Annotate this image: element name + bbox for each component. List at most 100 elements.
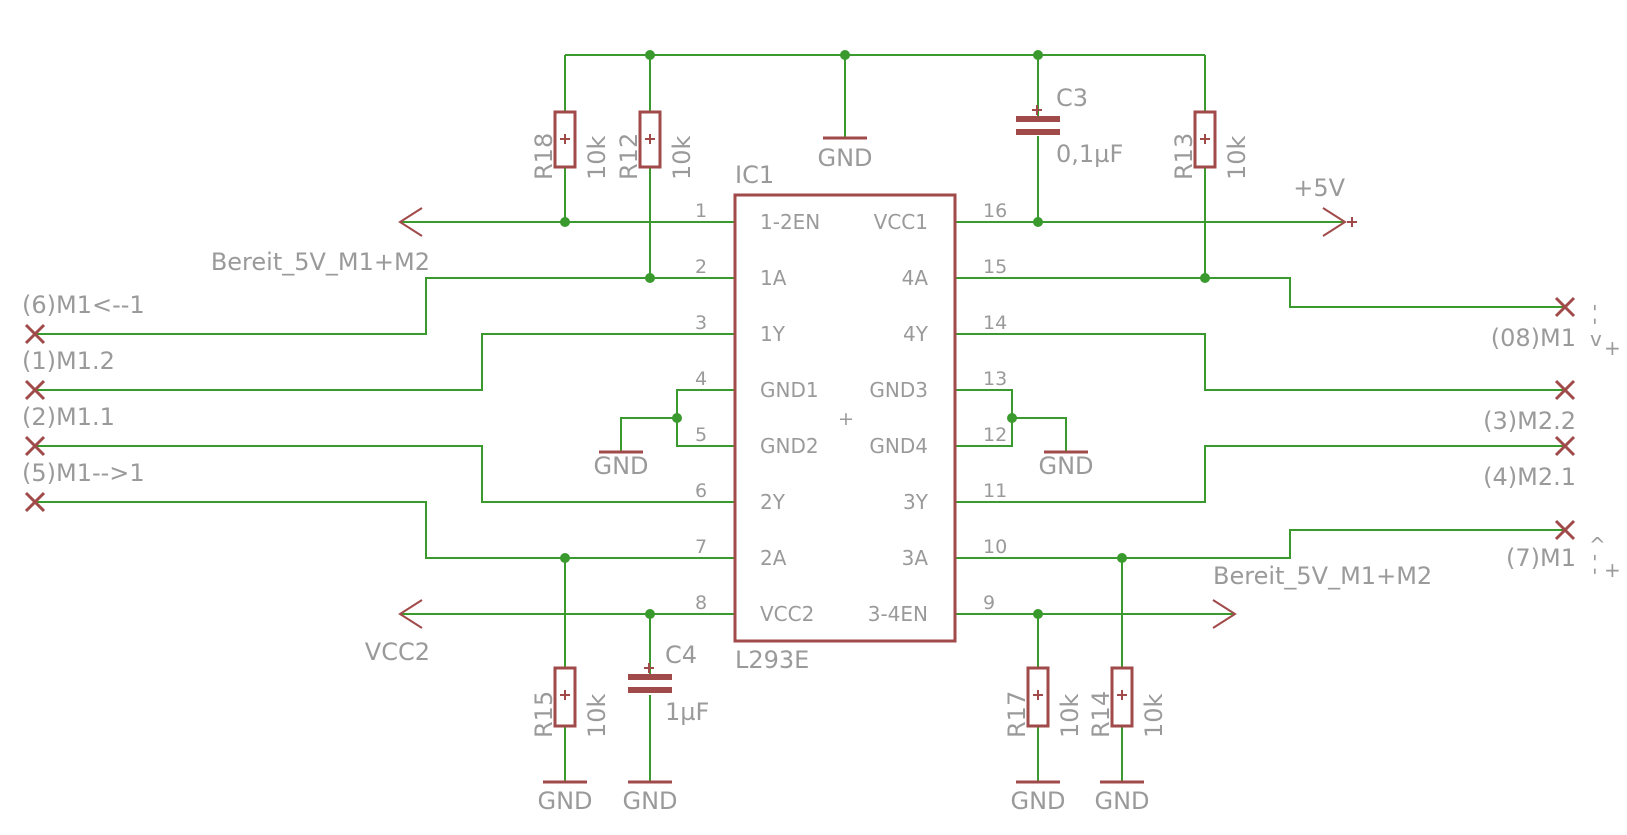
ic-name: IC1 (735, 161, 774, 189)
connector-left-1: (6)M1<--1 (22, 291, 145, 345)
connector-left-3: (2)M1.1 (22, 403, 115, 457)
connector-label: (7)M1 (1506, 544, 1576, 572)
pin-number: 2 (695, 256, 707, 278)
pin-name: 1-2EN (760, 210, 820, 234)
net-label: Bereit_5V_M1+M2 (211, 248, 430, 276)
pin-number: 6 (695, 480, 707, 502)
pin-name: 4Y (903, 322, 929, 346)
pin-number: 14 (983, 312, 1007, 334)
connector-right-2: (3)M2.2 (1483, 379, 1576, 435)
capacitor-c3: C3 0,1µF (1016, 84, 1123, 168)
connector-label: (5)M1-->1 (22, 459, 145, 487)
pin-number: 5 (695, 424, 707, 446)
plus-mark: + (1604, 558, 1621, 582)
pin-name: VCC2 (760, 602, 814, 626)
wires (35, 54, 1565, 782)
resistor-name: R15 (530, 691, 558, 738)
connector-right-4: (7)M1 ^ - - + (1506, 519, 1621, 582)
resistor-name: R12 (615, 133, 643, 180)
resistor-name: R14 (1087, 691, 1115, 738)
ground-label: GND (1010, 787, 1065, 815)
resistor-r15: R15 10k (530, 666, 611, 738)
ground-r14: GND (1094, 780, 1150, 815)
ground-left-mid: GND (593, 450, 649, 480)
pin-name: 2A (760, 546, 787, 570)
ground-label: GND (817, 144, 872, 172)
arrow-dash-icon: - - (1584, 304, 1608, 325)
resistor-name: R17 (1003, 691, 1031, 738)
connector-right-1: (08)M1 - - v + (1491, 296, 1621, 360)
net-vcc2: VCC2 (365, 599, 430, 666)
resistor-r12: R12 10k (615, 110, 696, 180)
ground-r15: GND (537, 780, 593, 815)
junctions (560, 50, 1210, 619)
resistor-r17: R17 10k (1003, 666, 1084, 738)
ground-label: GND (1038, 452, 1093, 480)
capacitor-value: 0,1µF (1056, 140, 1123, 168)
connector-left-4: (5)M1-->1 (22, 459, 145, 513)
connector-label: (6)M1<--1 (22, 291, 145, 319)
net-label: Bereit_5V_M1+M2 (1213, 562, 1432, 590)
connector-label: (3)M2.2 (1483, 407, 1576, 435)
connector-right-3: (4)M2.1 (1483, 435, 1576, 491)
arrow-down-icon: v (1590, 327, 1602, 351)
resistor-r13: R13 10k (1170, 110, 1251, 180)
net-label: +5V (1293, 174, 1345, 202)
pin-number: 3 (695, 312, 707, 334)
connector-label: (4)M2.1 (1483, 463, 1576, 491)
pin-name: 4A (902, 266, 929, 290)
connector-label: (2)M1.1 (22, 403, 115, 431)
ground-label: GND (537, 787, 592, 815)
ground-label: GND (622, 787, 677, 815)
ground-label: GND (593, 452, 648, 480)
capacitor-name: C3 (1056, 84, 1088, 112)
ground-c4: GND (622, 780, 678, 815)
pin-number: 4 (695, 368, 707, 390)
net-label: VCC2 (365, 638, 430, 666)
pin-number: 9 (983, 592, 995, 614)
resistor-r14: R14 10k (1087, 666, 1168, 738)
arrow-up-icon: ^ (1589, 533, 1606, 557)
pin-number: 15 (983, 256, 1007, 278)
pin-number: 16 (983, 200, 1007, 222)
connector-label: (08)M1 (1491, 324, 1576, 352)
pin-number: 13 (983, 368, 1007, 390)
pin-number: 7 (695, 536, 707, 558)
connector-label: (1)M1.2 (22, 347, 115, 375)
ic1: IC1 L293E + 1 2 3 4 5 6 7 8 1-2EN 1A 1Y … (695, 161, 1007, 674)
pin-number: 12 (983, 424, 1007, 446)
pin-name: 1A (760, 266, 787, 290)
pin-name: GND1 (760, 378, 819, 402)
pin-name: 2Y (760, 490, 786, 514)
plus-mark: + (1604, 336, 1621, 360)
pin-number: 11 (983, 480, 1007, 502)
net-bereit-left: Bereit_5V_M1+M2 (211, 207, 430, 276)
capacitor-name: C4 (665, 641, 697, 669)
resistor-value: 10k (668, 135, 696, 180)
pin-name: 3A (902, 546, 929, 570)
resistor-value: 10k (583, 135, 611, 180)
resistor-value: 10k (1140, 693, 1168, 738)
ground-right-mid: GND (1038, 450, 1094, 480)
net-bereit-right: Bereit_5V_M1+M2 (1212, 562, 1432, 629)
resistor-r18: R18 10k (530, 110, 611, 180)
pin-name: 3-4EN (868, 602, 928, 626)
resistor-name: R18 (530, 133, 558, 180)
pin-number: 10 (983, 536, 1007, 558)
ground-r17: GND (1010, 780, 1066, 815)
ground-top: GND (817, 136, 873, 172)
arrow-dash-icon: - - (1584, 554, 1608, 575)
resistor-value: 10k (1056, 693, 1084, 738)
ground-label: GND (1094, 787, 1149, 815)
resistor-value: 10k (1223, 135, 1251, 180)
resistor-name: R13 (1170, 133, 1198, 180)
pin-name: VCC1 (874, 210, 928, 234)
pin-name: GND2 (760, 434, 819, 458)
resistor-value: 10k (583, 693, 611, 738)
pin-name: 3Y (903, 490, 929, 514)
net-plus5v: +5V (1293, 174, 1357, 237)
pin-number: 1 (695, 200, 707, 222)
capacitor-c4: C4 1µF (628, 641, 709, 726)
pin-name: 1Y (760, 322, 786, 346)
